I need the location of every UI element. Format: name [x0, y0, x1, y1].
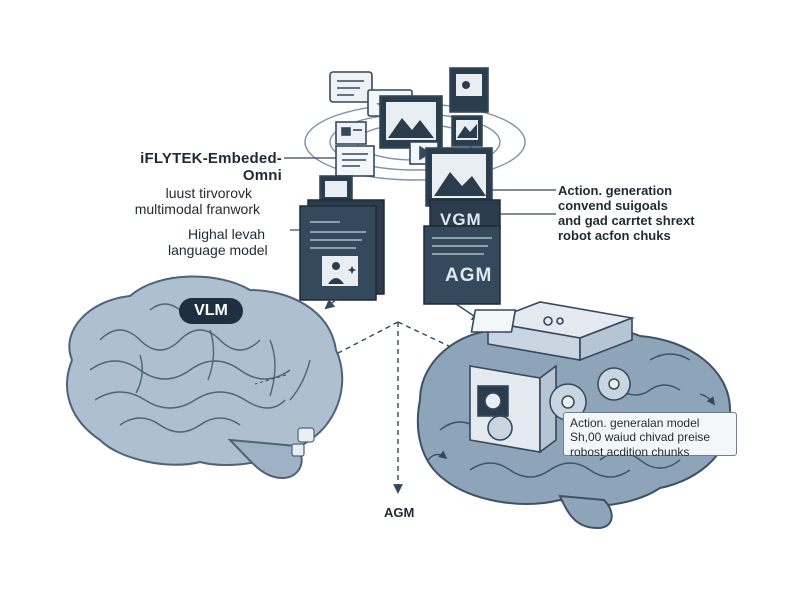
language-model-label: Highal levah language model [168, 226, 286, 258]
chat-bubble-icon [329, 71, 373, 103]
callout-line1: Action. generalan model [570, 416, 700, 430]
action-label-line4: robot acfon chuks [558, 227, 671, 243]
framework-label: iFLYTEK-Embeded-Omni luust tirvorovk mul… [112, 150, 282, 217]
gear-box-icon [469, 364, 557, 454]
document-card-icon [335, 145, 375, 177]
vgm-agm-panel [423, 199, 501, 305]
landscape-small-icon [451, 115, 483, 147]
action-label-line3: and gad carrtet shrext [558, 212, 695, 228]
label-connectors [284, 157, 556, 231]
image-card-top-icon [449, 67, 489, 113]
landscape-large-icon [425, 147, 493, 207]
chart-card-icon [319, 175, 353, 203]
landscape-card-icon [379, 95, 443, 149]
processor-chip-icon [470, 301, 635, 362]
language-model-line1: Highal levah [188, 226, 266, 242]
vlm-badge: VLM [179, 298, 243, 324]
floating-cards [319, 67, 493, 207]
left-brain-illustration [66, 275, 344, 480]
language-model-panel [299, 199, 385, 301]
callout-line3: robost acdition chunks [570, 444, 690, 459]
action-label-line2: convend suigoals [558, 197, 668, 213]
framework-label-line1: iFLYTEK-Embeded-Omni [140, 150, 282, 185]
framework-label-line3: multimodal franwork [134, 200, 260, 217]
action-model-callout: Action. generalan model Sh,00 waiud chiv… [563, 412, 737, 459]
vgm-label: VGM [440, 210, 482, 229]
language-model-line2: language model [168, 242, 268, 259]
framework-label-line2: luust tirvorovk [165, 184, 252, 201]
action-generation-label: Action. generation convend suigoals and … [558, 183, 758, 244]
agm-panel-label: AGM [445, 265, 493, 286]
folder-card-icon [335, 121, 367, 145]
callout-line2: Sh,00 waiud chivad preise [570, 430, 711, 445]
agm-bottom-label: AGM [384, 505, 415, 520]
action-label-line1: Action. generation [558, 183, 673, 198]
